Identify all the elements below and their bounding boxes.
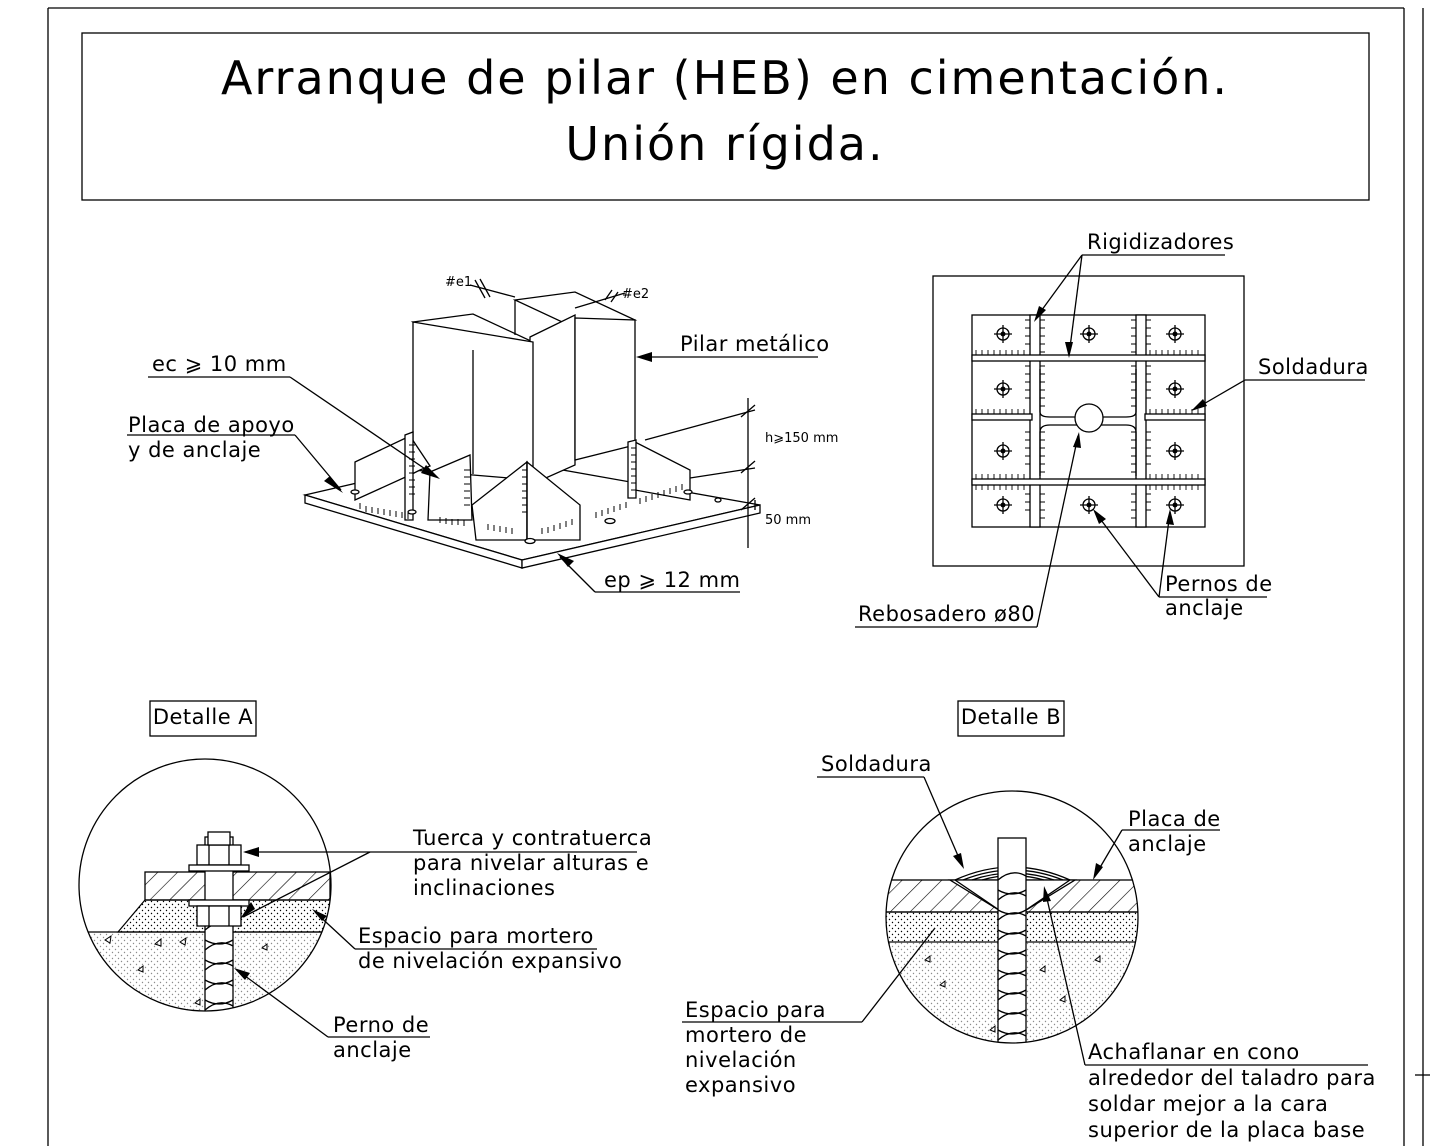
dim-h-label: h⩾150 mm — [765, 431, 838, 446]
weld-marks-iso — [359, 444, 683, 534]
perno-label-1: Perno de — [333, 1013, 429, 1037]
perno-label-2: anclaje — [333, 1038, 412, 1062]
iso-dimensions: h⩾150 mm 50 mm — [644, 398, 838, 548]
espacio-b-label-1: Espacio para — [685, 998, 826, 1022]
achaflanar-label-1: Achaflanar en cono — [1088, 1040, 1300, 1064]
foundation-outline — [932, 275, 1245, 567]
pilar-label: Pilar metálico — [680, 332, 830, 356]
soldadura-plan-label: Soldadura — [1258, 355, 1369, 379]
ec-label: ec ⩾ 10 mm — [152, 352, 287, 376]
detail-b-title-box — [957, 700, 1065, 737]
espacio-a-label-1: Espacio para mortero — [358, 924, 594, 948]
plan-view: Rigidizadores Soldadura Pernos de anclaj… — [855, 230, 1369, 628]
achaflanar-label-2: alrededor del taladro para — [1088, 1066, 1376, 1090]
iso-leaders: Pilar metálico ec ⩾ 10 mm Placa de apoyo… — [127, 332, 830, 593]
espacio-b-label-4: expansivo — [685, 1073, 796, 1097]
achaflanar-label-4: superior de la placa base — [1088, 1118, 1365, 1142]
placa-label-1: Placa de apoyo — [128, 413, 295, 437]
placa-b-label-2: anclaje — [1128, 832, 1207, 856]
placa-label-2: y de anclaje — [128, 438, 261, 462]
ep-label: ep ⩾ 12 mm — [604, 568, 741, 592]
detail-b-title: Detalle B — [961, 705, 1061, 729]
base-plate-plan — [971, 314, 1206, 528]
stiffeners-plan — [971, 314, 1206, 528]
detail-a-title: Detalle A — [153, 705, 253, 729]
espacio-a-label-2: de nivelación expansivo — [358, 949, 622, 973]
detail-a: Detalle A — [78, 700, 652, 1062]
sheet-frame — [47, 7, 1430, 1146]
e2-label: #e2 — [622, 287, 649, 302]
detail-a-leaders: Tuerca y contratuerca para nivelar altur… — [234, 826, 652, 1062]
rigidizadores-label: Rigidizadores — [1087, 230, 1234, 254]
dim-50-label: 50 mm — [765, 513, 811, 528]
tuerca-label-2: para nivelar alturas e — [413, 851, 649, 875]
placa-b-label-1: Placa de — [1128, 807, 1221, 831]
detail-b: Detalle B Soldadura — [682, 700, 1376, 1142]
tuerca-label-1: Tuerca y contratuerca — [412, 826, 652, 850]
pernos-label-2: anclaje — [1165, 596, 1244, 620]
soldadura-b-label: Soldadura — [821, 752, 932, 776]
detail-b-leaders: Soldadura Placa de anclaje Espacio para … — [682, 752, 1376, 1142]
achaflanar-label-3: soldar mejor a la cara — [1088, 1092, 1328, 1116]
pernos-label-1: Pernos de — [1165, 572, 1273, 596]
espacio-b-label-2: mortero de — [685, 1023, 807, 1047]
isometric-view: #e1 #e2 h⩾150 mm 50 mm Pilar metálico — [127, 275, 838, 593]
title-block: Arranque de pilar (HEB) en cimentación. … — [81, 32, 1370, 201]
weld-ticks-plan — [975, 319, 1199, 519]
thickness-markers: #e1 #e2 — [445, 275, 649, 309]
rebosadero-hole — [1074, 403, 1104, 433]
rebosadero-label: Rebosadero ø80 — [858, 602, 1035, 626]
anchor-bolts-plan — [994, 325, 1184, 514]
tuerca-label-3: inclinaciones — [413, 876, 555, 900]
title-line-2: Unión rígida. — [565, 117, 884, 171]
plan-leaders: Rigidizadores Soldadura Pernos de anclaj… — [855, 230, 1369, 628]
detail-a-title-box — [149, 700, 257, 737]
title-line-1: Arranque de pilar (HEB) en cimentación. — [221, 51, 1229, 105]
espacio-b-label-3: nivelación — [685, 1048, 797, 1072]
bolts-iso — [350, 489, 722, 545]
column-heb — [410, 291, 638, 487]
e1-label: #e1 — [445, 275, 472, 290]
